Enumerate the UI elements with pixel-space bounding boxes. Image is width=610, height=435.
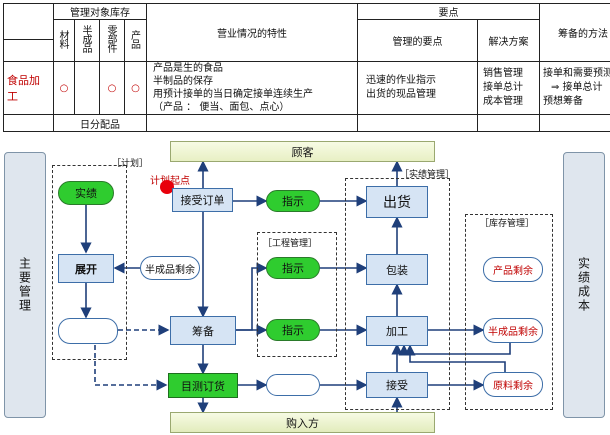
receive-node[interactable]: 接受 xyxy=(366,372,428,398)
footer-daily-dist: 日分配品 xyxy=(53,114,147,132)
ship-label: 出货 xyxy=(383,195,411,211)
semi-remain-label: 半成品剩余 xyxy=(145,264,195,276)
feature-line: 半制品的保存 xyxy=(153,76,213,87)
semi-remain-node[interactable]: 半成品剩余 xyxy=(140,256,200,280)
point-line: 迅速的作业指示 xyxy=(366,75,436,86)
instruction-node-2[interactable]: 指示 xyxy=(266,257,320,279)
solution-line: 成本管理 xyxy=(483,96,523,107)
inventory-mgmt-group xyxy=(465,214,553,410)
raw-remain-label: 原料剩余 xyxy=(493,381,533,392)
header-product: 产品 xyxy=(124,19,147,62)
feature-line: 产品是生的食品 xyxy=(153,63,223,74)
main-mgmt-sidebar: 主要管理 xyxy=(4,152,46,418)
inventory-mgmt-label: ［库存管理］ xyxy=(480,219,535,229)
prep-line: 预想筹备 xyxy=(543,96,583,107)
plan-group-label: ［计划］ xyxy=(112,159,149,169)
instruction-label: 指示 xyxy=(282,262,304,275)
instruction-label: 指示 xyxy=(282,195,304,208)
features-cell: 产品是生的食品 半制品的保存 用预计接单的当日确定接单连续生产 （产品 ： 便当… xyxy=(146,61,358,115)
prep-line: ⇒ 接单总计 xyxy=(551,82,603,93)
actual-mgmt-label: ［实绩管理］ xyxy=(400,170,455,180)
footer-blank xyxy=(539,114,610,132)
process-mgmt-group xyxy=(257,232,337,357)
feature-line: 用预计接单的当日确定接单连续生产 xyxy=(153,89,313,100)
supplier-bar: 购入方 xyxy=(170,412,435,433)
plan-start-dot xyxy=(160,180,174,194)
product-remain-node[interactable]: 产品剩余 xyxy=(483,257,543,282)
prepare-label: 筹备 xyxy=(192,324,214,338)
customer-bar: 顾客 xyxy=(170,141,435,162)
prep-cell: 接单和需要预测 ⇒ 接单总计 预想筹备 xyxy=(539,61,610,115)
actual-cost-sidebar: 实绩成本 xyxy=(563,152,605,418)
receive-order-node[interactable]: 接受订单 xyxy=(172,188,233,212)
actual-mgmt-group xyxy=(345,178,450,410)
customer-label: 顾客 xyxy=(291,145,314,159)
instruction-node-1[interactable]: 指示 xyxy=(266,190,320,212)
actual-node[interactable]: 实绩 xyxy=(58,181,114,205)
header-solution: 解决方案 xyxy=(477,19,540,62)
main-mgmt-label: 主要管理 xyxy=(17,257,32,313)
target-order-label: 目测订货 xyxy=(181,379,225,393)
solution-line: 销售管理 xyxy=(483,68,523,79)
blank-receive-node[interactable] xyxy=(266,374,320,396)
header-prep-method: 筹备的方法 xyxy=(539,3,610,62)
header-features: 营业情况的特性 xyxy=(146,3,358,62)
expand-node[interactable]: 展开 xyxy=(58,254,114,283)
receive-label: 接受 xyxy=(386,379,408,392)
process-node[interactable]: 加工 xyxy=(366,316,428,346)
requirements-table: 管理对象库存 营业情况的特性 要点 筹备的方法 材料 半成品 零部件 产品 管理… xyxy=(3,3,610,132)
process-label: 加工 xyxy=(386,325,408,338)
ship-node[interactable]: 出货 xyxy=(366,186,428,218)
blank-plan-node[interactable] xyxy=(58,318,118,344)
expand-label: 展开 xyxy=(75,262,97,276)
pack-label: 包装 xyxy=(386,263,408,277)
prepare-node[interactable]: 筹备 xyxy=(170,316,236,345)
plan-group xyxy=(52,165,127,360)
semi-remain-inv-label: 半成品剩余 xyxy=(488,327,538,338)
semi-remain-inv-node[interactable]: 半成品剩余 xyxy=(483,318,543,343)
points-cell: 迅速的作业指示 出货的现品管理 xyxy=(357,61,478,115)
point-line: 出货的现品管理 xyxy=(366,89,436,100)
raw-remain-node[interactable]: 原料剩余 xyxy=(483,372,543,397)
feature-line: （产品 ： 便当、面包、点心） xyxy=(153,102,290,113)
actual-label: 实绩 xyxy=(75,187,97,200)
pack-node[interactable]: 包装 xyxy=(366,254,428,285)
solution-line: 接单总计 xyxy=(483,82,523,93)
instruction-node-3[interactable]: 指示 xyxy=(266,319,320,341)
prep-line: 接单和需要预测 xyxy=(543,68,610,79)
row-name-food: 食品加工 xyxy=(3,61,54,115)
product-remain-label: 产品剩余 xyxy=(493,266,533,277)
actual-cost-label: 实绩成本 xyxy=(576,257,591,313)
receive-order-label: 接受订单 xyxy=(180,194,225,207)
supplier-label: 购入方 xyxy=(286,416,319,430)
process-mgmt-label: ［工程管理］ xyxy=(263,239,318,249)
instruction-label: 指示 xyxy=(282,324,304,337)
target-order-node[interactable]: 目测订货 xyxy=(168,373,238,398)
